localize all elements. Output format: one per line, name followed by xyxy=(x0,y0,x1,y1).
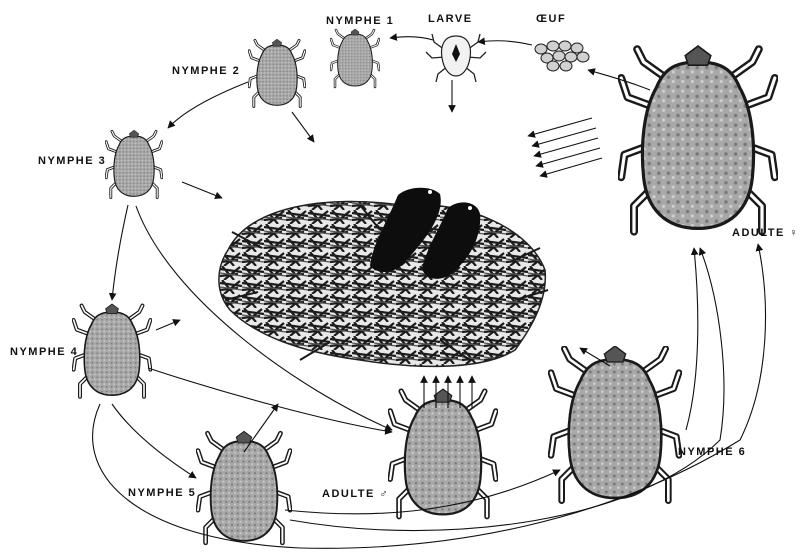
nest xyxy=(219,201,545,366)
nymph-5-tick xyxy=(198,431,290,542)
label-oeuf: ŒUF xyxy=(536,13,566,25)
label-nymphe-1: NYMPHE 1 xyxy=(326,15,394,27)
label-nymphe-6: NYMPHE 6 xyxy=(678,446,746,458)
nest-with-chicks xyxy=(219,188,548,367)
feeding-arrows-diagonal xyxy=(528,118,602,176)
nymph-1-tick xyxy=(331,29,379,87)
label-nymphe-5: NYMPHE 5 xyxy=(128,487,196,499)
chick-left-eye xyxy=(428,190,432,194)
larva xyxy=(426,34,486,82)
label-adulte-female: ADULTE ♀ xyxy=(732,227,799,239)
egg-cluster xyxy=(535,41,589,71)
nymph-4-tick xyxy=(74,304,151,397)
adult-female-tick xyxy=(621,46,775,232)
nymph-2-tick xyxy=(249,39,305,106)
label-nymphe-2: NYMPHE 2 xyxy=(172,65,240,77)
adult-male-tick xyxy=(390,389,496,517)
label-adulte-male: ADULTE ♂ xyxy=(322,488,389,500)
nymph-6-tick xyxy=(551,346,679,501)
nymph-3-tick xyxy=(106,130,162,197)
label-larve: LARVE xyxy=(428,13,473,25)
chick-right-eye xyxy=(468,206,472,210)
label-nymphe-3: NYMPHE 3 xyxy=(38,155,106,167)
label-nymphe-4: NYMPHE 4 xyxy=(10,346,78,358)
